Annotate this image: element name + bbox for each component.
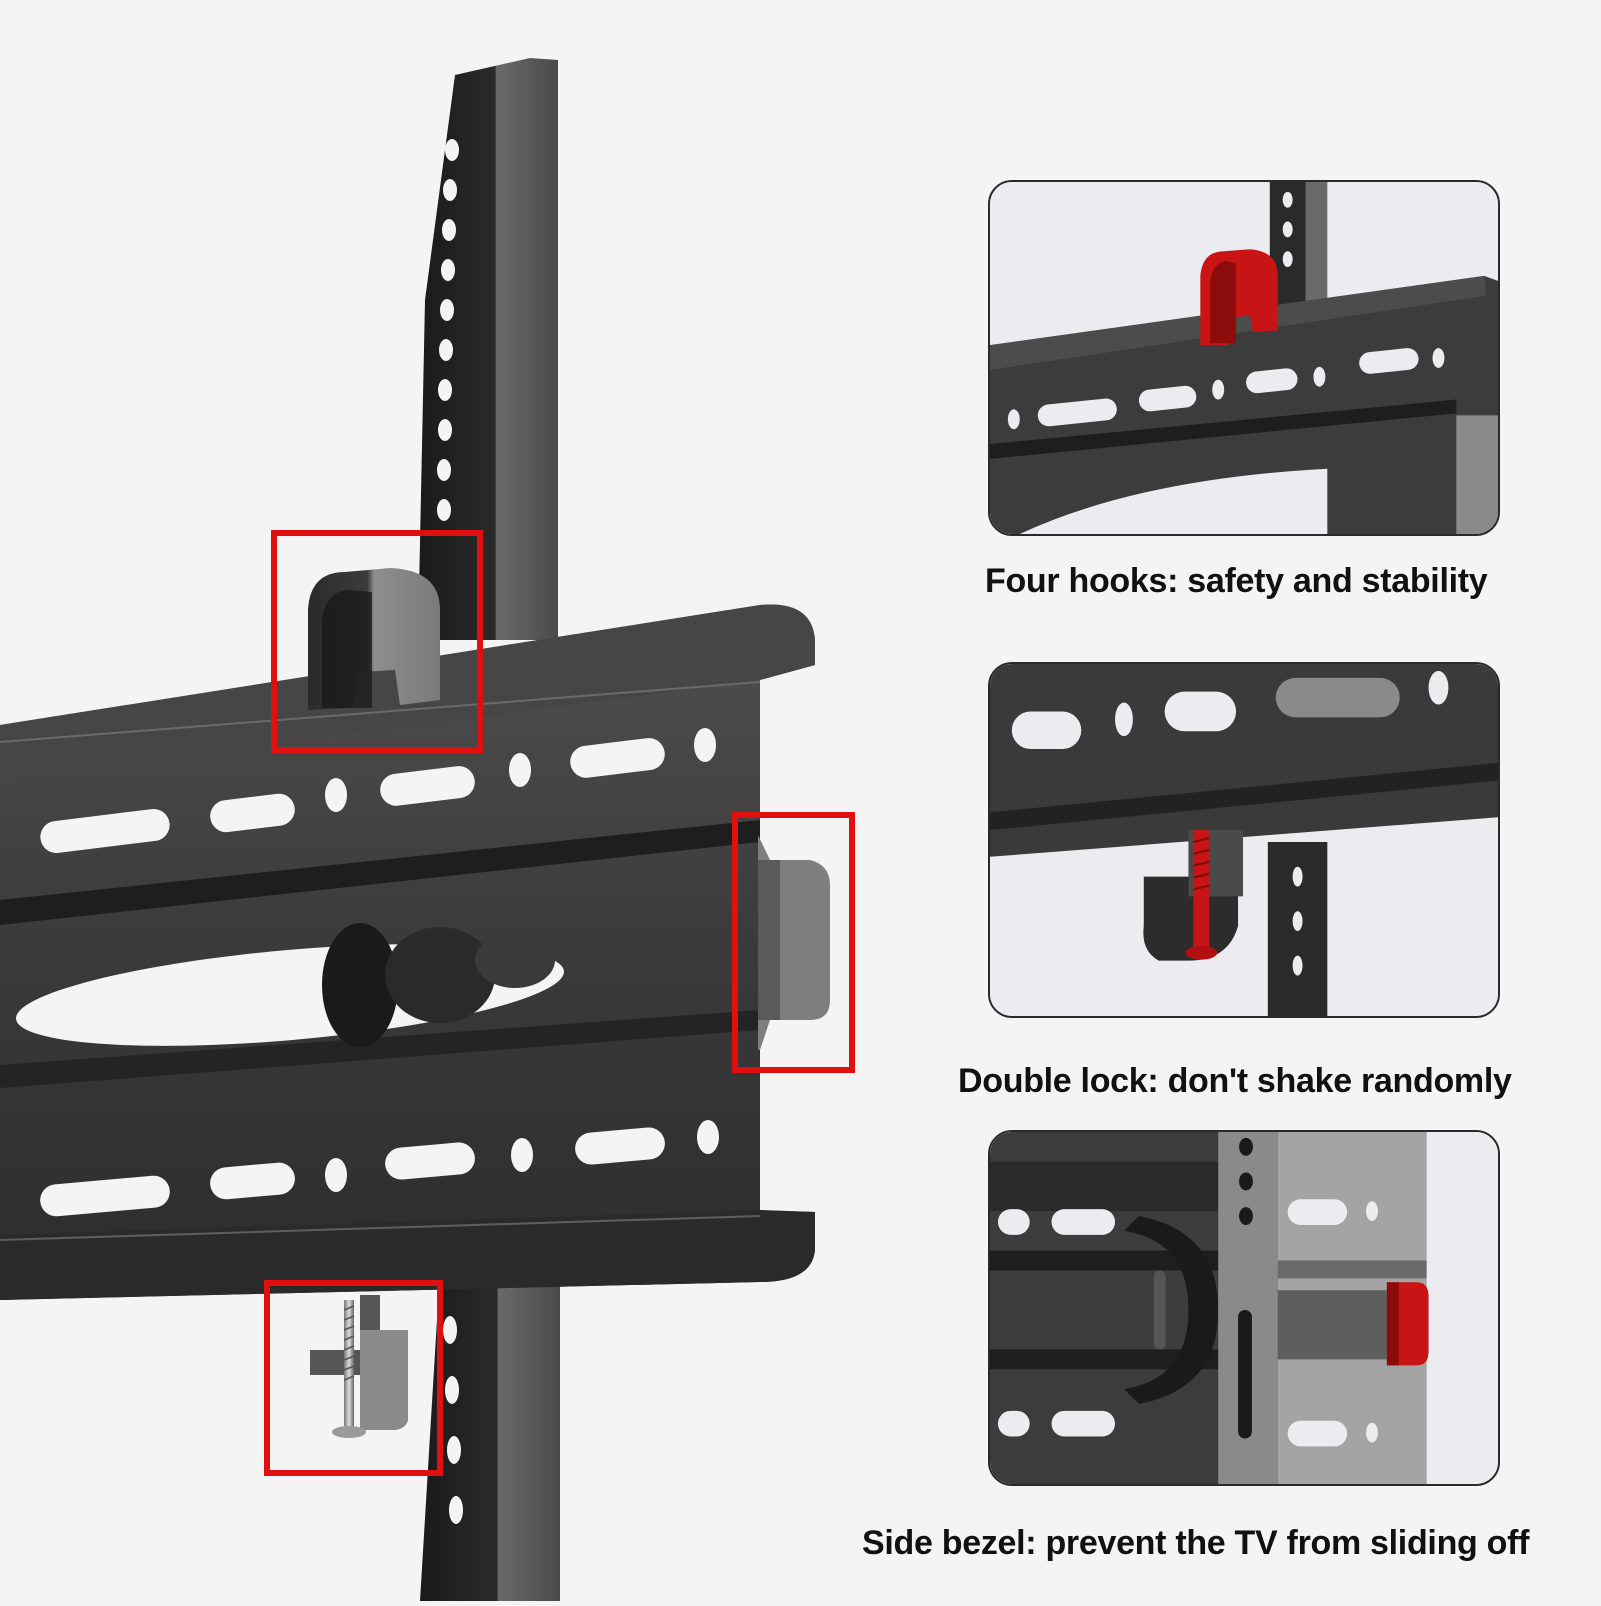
horizontal-plate <box>0 604 815 1300</box>
side-bezel <box>758 835 830 1050</box>
side-bezel-caption: Side bezel: prevent the TV from sliding … <box>862 1524 1530 1562</box>
red-bezel-icon <box>1386 1282 1429 1366</box>
hook-detail-inset <box>988 180 1500 536</box>
vertical-arm <box>418 58 560 1601</box>
lock-caption: Double lock: don't shake randomly <box>958 1062 1512 1100</box>
lock-screw-detail-icon <box>990 664 1498 1016</box>
hook-caption: Four hooks: safety and stability <box>985 562 1488 600</box>
hook-detail-icon <box>990 182 1498 534</box>
hook-highlight-box <box>271 530 483 753</box>
side-bezel-highlight-box <box>732 812 855 1073</box>
highlight-boxes <box>264 530 855 1476</box>
tilt-knob <box>322 923 555 1047</box>
hook <box>308 568 440 710</box>
lock-detail-inset <box>988 662 1500 1018</box>
side-bezel-detail-icon <box>990 1132 1498 1484</box>
side-bezel-detail-inset <box>988 1130 1500 1486</box>
lock-screw-highlight-box <box>264 1280 443 1476</box>
red-hook-icon <box>1200 249 1278 346</box>
red-screw-icon <box>1185 830 1218 960</box>
lock-screw <box>310 1295 408 1438</box>
